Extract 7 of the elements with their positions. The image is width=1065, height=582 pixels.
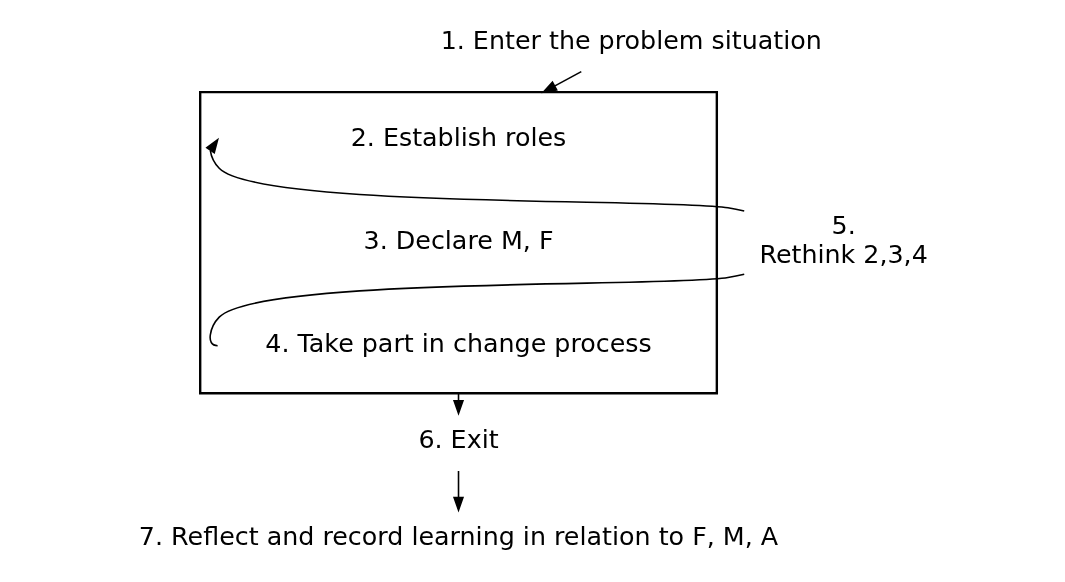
node-text: 3. Declare M, F	[363, 224, 553, 255]
node-text: 2. Establish roles	[350, 121, 566, 152]
node-text: 4. Take part in change process	[264, 327, 652, 358]
node-text: 5. Rethink 2,3,4	[758, 210, 928, 269]
node-text: 1. Enter the problem situation	[440, 25, 822, 56]
node-text: 6. Exit	[417, 424, 499, 455]
node-text: 7. Reflect and record learning in relation to F, M, A	[138, 521, 778, 552]
